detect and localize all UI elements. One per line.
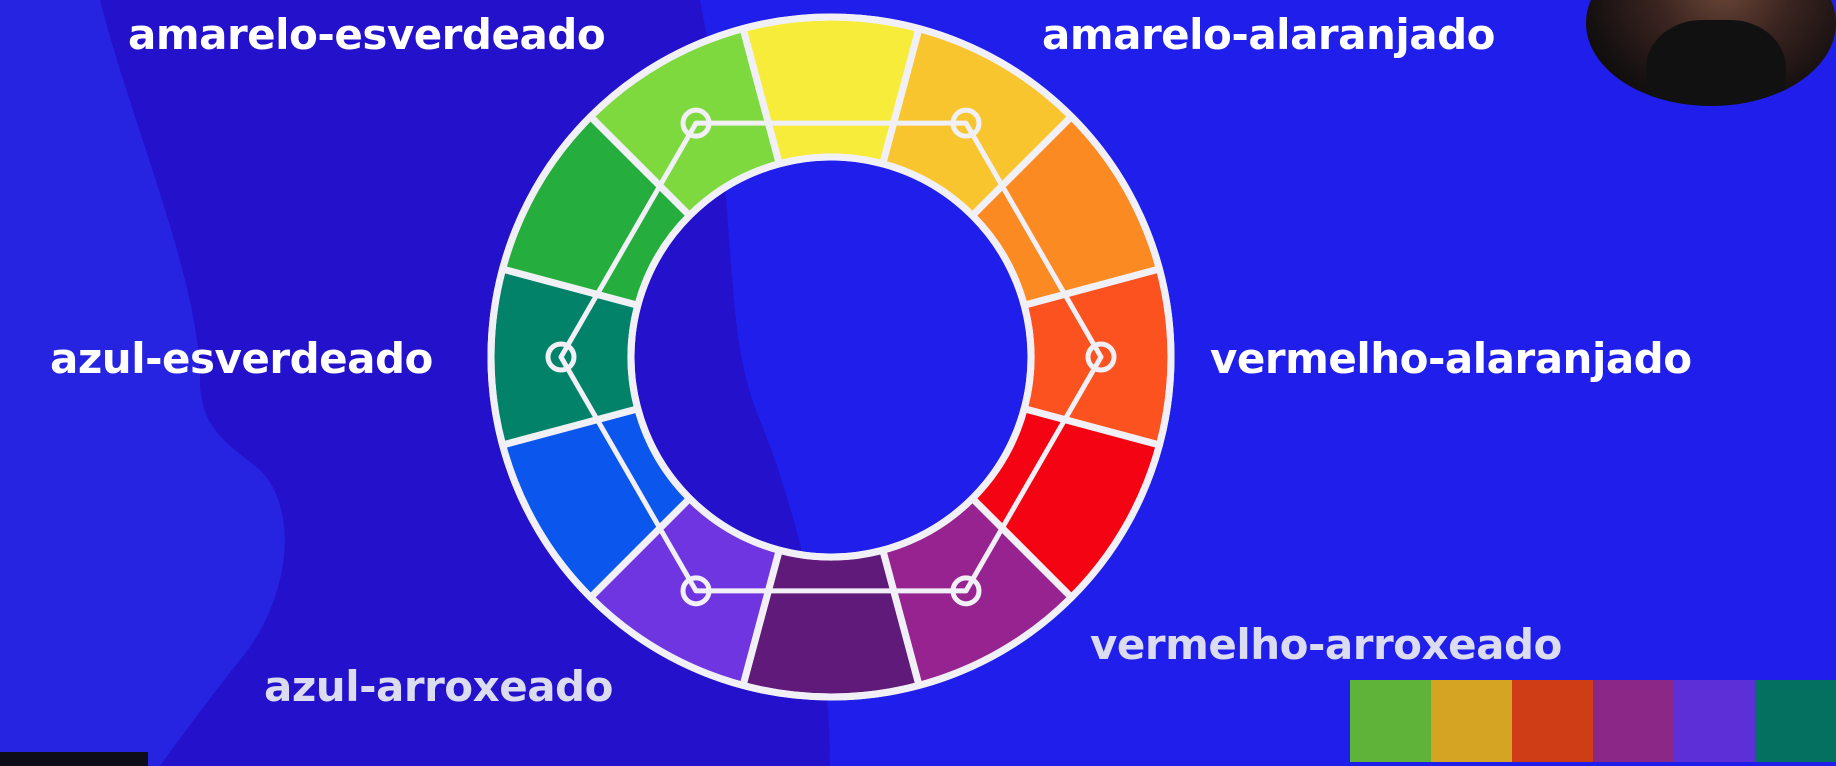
palette-swatch (1674, 680, 1755, 762)
wheel-outer-rim (487, 13, 1175, 701)
webcam-overlay (1586, 0, 1836, 106)
hexagon-lines (558, 120, 1104, 594)
palette-swatch (1512, 680, 1593, 762)
hexagon-scheme (545, 107, 1117, 607)
hexagon-vertex-marker (545, 341, 577, 373)
webcam-presenter (1646, 20, 1786, 106)
hexagon-vertex-marker (680, 107, 712, 139)
label-azul-arroxeado: azul-arroxeado (264, 662, 613, 711)
color-palette (1350, 680, 1836, 762)
corner-bar (0, 752, 148, 766)
background-shape-left (0, 0, 285, 766)
palette-swatch (1350, 680, 1431, 762)
label-amarelo-alaranjado: amarelo-alaranjado (1042, 10, 1496, 59)
label-amarelo-esverdeado: amarelo-esverdeado (128, 10, 606, 59)
hexagon-vertex-marker (950, 107, 982, 139)
palette-swatch (1431, 680, 1512, 762)
palette-swatch (1593, 680, 1674, 762)
wheel-inner-rim (627, 153, 1035, 561)
hexagon-vertex-marker (1085, 341, 1117, 373)
color-wheel-segments (487, 13, 1175, 701)
label-vermelho-arroxeado: vermelho-arroxeado (1090, 620, 1562, 669)
hexagon-vertex-marker (680, 575, 712, 607)
hexagon-vertex-marker (950, 575, 982, 607)
color-wheel (487, 13, 1175, 701)
label-azul-esverdeado: azul-esverdeado (50, 334, 433, 383)
label-vermelho-alaranjado: vermelho-alaranjado (1210, 334, 1692, 383)
palette-swatch (1755, 680, 1836, 762)
